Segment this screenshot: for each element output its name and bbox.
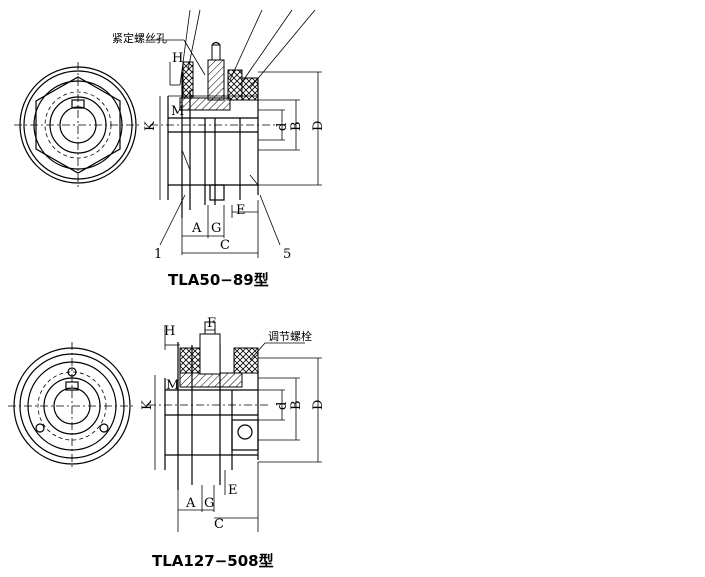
top-caption: TLA50−89型 xyxy=(168,271,269,289)
bottom-caption: TLA127−508型 xyxy=(152,552,274,570)
label-d-outer: D xyxy=(311,121,326,131)
label-g-bottom: G xyxy=(204,496,214,511)
label-d-outer-bottom: D xyxy=(311,400,326,410)
label-a-bottom: A xyxy=(185,496,196,511)
label-c-bottom: C xyxy=(214,517,224,532)
label-k-bottom: K xyxy=(140,400,155,410)
label-a: A xyxy=(191,221,202,236)
label-g: G xyxy=(211,221,221,236)
set-screw-hole-callout: 紧定螺丝孔 xyxy=(112,31,167,45)
part-1-label: 1 xyxy=(154,247,162,262)
top-labels: 紧定螺丝孔 H M K d B D A G C E 1 5 TLA50−89型 xyxy=(112,31,326,289)
top-front-view xyxy=(14,62,142,188)
label-d: d xyxy=(275,123,290,131)
bottom-front-view xyxy=(8,342,136,470)
part-5-label: 5 xyxy=(283,247,291,262)
label-d-bottom: d xyxy=(275,402,290,410)
label-b: B xyxy=(289,121,304,131)
top-section-view xyxy=(150,9,322,258)
label-c: C xyxy=(220,238,230,253)
label-h: H xyxy=(172,51,183,66)
adjust-bolt-callout: 调节螺栓 xyxy=(268,329,312,343)
label-m: M xyxy=(171,104,184,119)
bottom-labels: 调节螺栓 H F M K d B D A G C E TLA127−508型 xyxy=(140,316,326,570)
label-m-bottom: M xyxy=(166,378,179,393)
bottom-section-view xyxy=(148,321,322,532)
label-e-bottom: E xyxy=(228,483,238,498)
label-e: E xyxy=(236,203,246,218)
label-b-bottom: B xyxy=(289,400,304,410)
label-h-bottom: H xyxy=(164,324,175,339)
label-f-bottom: F xyxy=(207,316,216,331)
label-k: K xyxy=(143,121,158,131)
